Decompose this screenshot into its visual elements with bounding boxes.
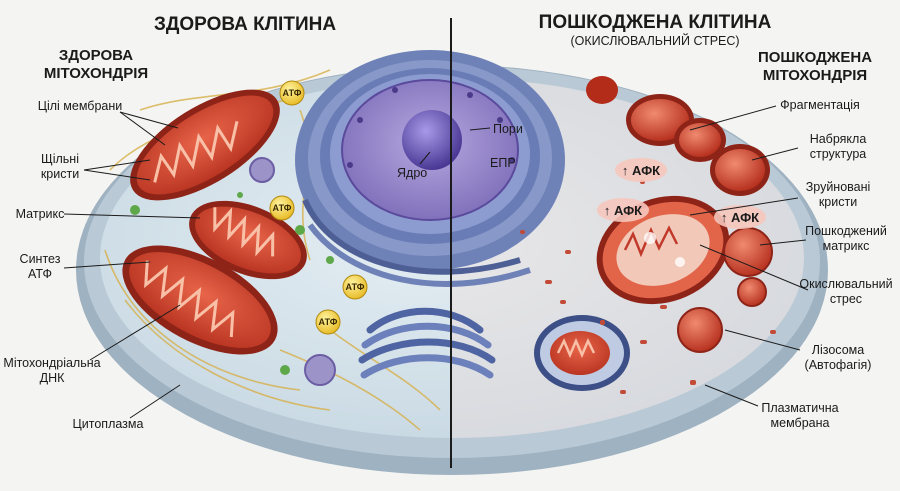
label-destroyed-cristae-2: кристи: [819, 195, 857, 209]
label-matrix: Матрикс: [16, 207, 65, 221]
healthy-mito-heading-1: ЗДОРОВА: [59, 47, 133, 64]
fragmented-mito: [586, 76, 770, 196]
label-mito-dna-1: Мітохондріальна: [3, 356, 100, 370]
svg-text:↑ АФК: ↑ АФК: [604, 203, 642, 218]
label-mito-dna-2: ДНК: [40, 371, 65, 385]
label-swollen-1: Набрякла: [810, 132, 867, 146]
damaged-mitochondria: [534, 76, 773, 391]
label-lysosome-1: Лізосома: [812, 343, 864, 357]
nucleus: [341, 79, 519, 221]
ros-badge-3: ↑ АФК: [714, 205, 766, 229]
label-plasma-membrane-1: Плазматична: [761, 401, 838, 415]
damaged-balls: [677, 227, 773, 353]
svg-text:↑ АФК: ↑ АФК: [622, 163, 660, 178]
healthy-mito-2: [189, 200, 307, 280]
label-er: ЕПР: [490, 156, 516, 170]
healthy-mitochondria: [122, 89, 307, 355]
atp-badge-2: АТФ: [269, 195, 295, 221]
healthy-mito-1: [130, 89, 280, 201]
left-labels: Цілі мембрани Щільні кристи Матрикс Синт…: [3, 99, 201, 431]
damaged-cell-title: ПОШКОДЖЕНА КЛІТИНА: [539, 12, 772, 33]
label-dense-cristae-2: кристи: [41, 167, 79, 181]
svg-text:↑ АФК: ↑ АФК: [721, 210, 759, 225]
healthy-mito-heading-2: МІТОХОНДРІЯ: [44, 65, 148, 82]
label-fragmentation: Фрагментація: [780, 98, 860, 112]
atp-badge-1: АТФ: [279, 80, 305, 106]
ros-badge-1: ↑ АФК: [615, 158, 667, 182]
healthy-cell-title: ЗДОРОВА КЛІТИНА: [154, 14, 336, 35]
vesicles-left: [130, 157, 336, 386]
golgi-apparatus: [358, 307, 496, 379]
label-damaged-matrix-1: Пошкоджений: [805, 224, 887, 238]
label-destroyed-cristae-1: Зруйновані: [806, 180, 871, 194]
label-intact-membranes: Цілі мембрани: [38, 99, 123, 113]
right-labels: Фрагментація Набрякла структура Зруйнова…: [689, 98, 893, 430]
nucleolus: [402, 110, 462, 170]
svg-text:АТФ: АТФ: [319, 317, 338, 327]
ros-badges: ↑ АФК ↑ АФК ↑ АФК: [597, 158, 766, 229]
damaged-mito-heading-2: МІТОХОНДРІЯ: [763, 67, 867, 84]
svg-text:АТФ: АТФ: [346, 282, 365, 292]
label-plasma-membrane-2: мембрана: [771, 416, 830, 430]
swollen-mito: [596, 195, 730, 305]
atp-badge-3: АТФ: [342, 274, 368, 300]
damaged-cell-subtitle: (ОКИСЛЮВАЛЬНИЙ СТРЕС): [570, 33, 739, 48]
label-atp-synthesis-2: АТФ: [28, 267, 52, 281]
ros-badge-2: ↑ АФК: [597, 198, 649, 222]
atp-badge-4: АТФ: [315, 309, 341, 335]
label-dense-cristae-1: Щільні: [41, 152, 79, 166]
damaged-mito-heading-1: ПОШКОДЖЕНА: [758, 49, 872, 66]
label-damaged-matrix-2: матрикс: [823, 239, 870, 253]
label-pores: Пори: [493, 122, 523, 136]
debris-right: [520, 180, 776, 394]
center-labels: Пори Ядро ЕПР: [397, 122, 523, 180]
label-swollen-2: структура: [810, 147, 867, 161]
svg-text:АТФ: АТФ: [273, 203, 292, 213]
healthy-mito-3: [122, 245, 278, 355]
label-atp-synthesis-1: Синтез: [20, 252, 61, 266]
label-lysosome-2: (Автофагія): [805, 358, 872, 372]
label-oxidative-stress-2: стрес: [830, 292, 862, 306]
svg-text:АТФ: АТФ: [283, 88, 302, 98]
label-nucleus: Ядро: [397, 166, 427, 180]
atp-molecules: АТФ АТФ АТФ АТФ: [269, 80, 368, 335]
lysosome-mito: [534, 315, 630, 391]
label-cytoplasm: Цитоплазма: [73, 417, 144, 431]
label-oxidative-stress-1: Окислювальний: [799, 277, 892, 291]
